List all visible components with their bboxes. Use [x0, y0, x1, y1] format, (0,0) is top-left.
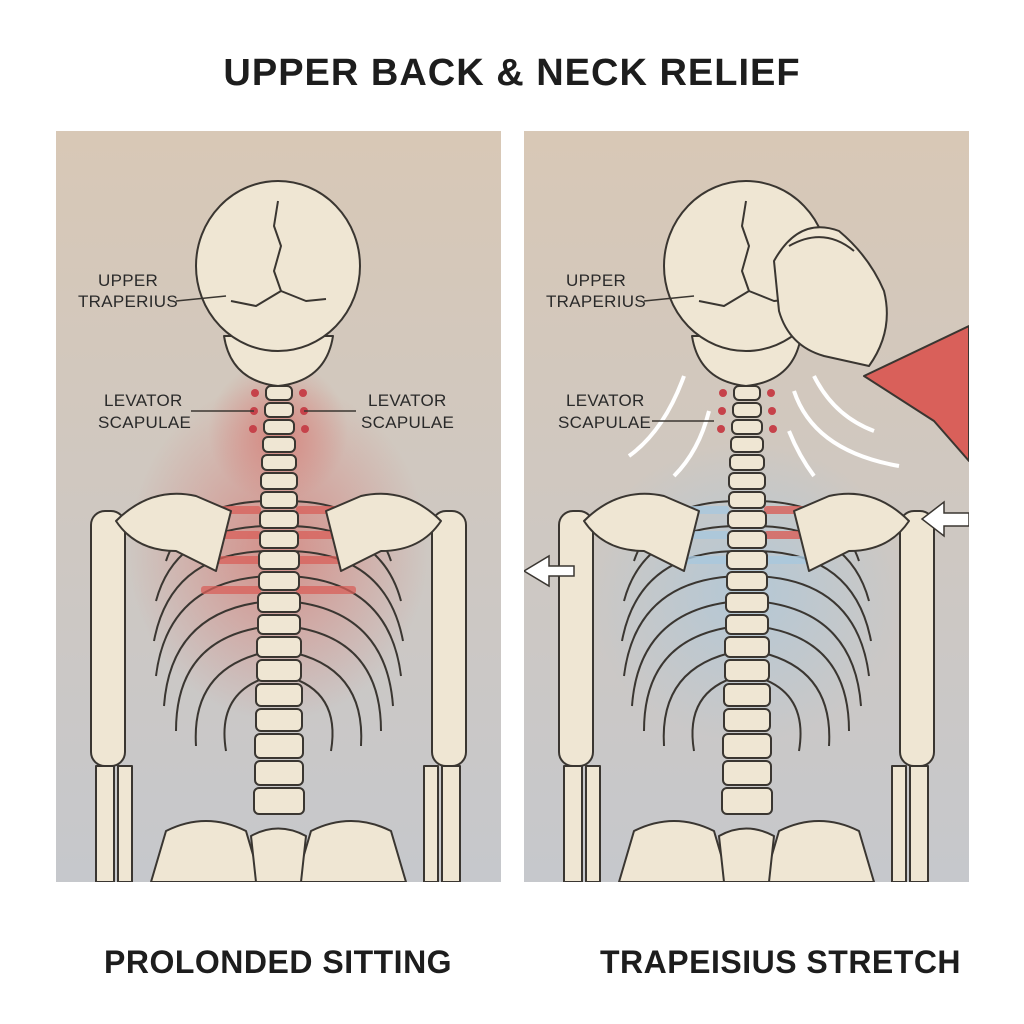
arrow-3 [812, 375, 875, 433]
label-upper-traperius-1: UPPER [98, 271, 158, 290]
skeleton-illustration-sitting: UPPER TRAPERIUS LEVATOR SCAPULAE LEVATOR… [56, 131, 501, 882]
label-levator-left-1: LEVATOR [104, 391, 183, 410]
label-upper-traperius-1: UPPER [566, 271, 626, 290]
label-levator-right-2: SCAPULAE [361, 413, 454, 432]
forearm-left-a [95, 765, 115, 882]
arrow-1 [627, 375, 686, 458]
caption-trapeisius-stretch: TRAPEISIUS STRETCH [600, 944, 962, 980]
label-upper-traperius-2: TRAPERIUS [546, 292, 646, 311]
sacrum [250, 827, 307, 882]
forearm-right-a [423, 765, 439, 882]
pelvis-left [150, 820, 262, 882]
skull [195, 180, 361, 352]
arrow-left-icon [524, 554, 575, 588]
label-levator-left-2: SCAPULAE [558, 413, 651, 432]
arrow-2 [672, 410, 711, 478]
jaw [223, 335, 334, 387]
panel-trapezius-stretch: UPPER TRAPERIUS LEVATOR SCAPULAE [524, 131, 969, 882]
caption-prolonded-sitting: PROLONDED SITTING [104, 944, 453, 980]
label-levator-left-1: LEVATOR [566, 391, 645, 410]
arrow-5 [787, 430, 816, 478]
label-upper-traperius-2: TRAPERIUS [78, 292, 178, 311]
arm-muscle [863, 325, 969, 462]
scapula-right [325, 492, 442, 572]
hand-icon [773, 226, 888, 367]
humerus-left [90, 510, 126, 767]
ribcage [621, 500, 872, 752]
panel-prolonged-sitting: UPPER TRAPERIUS LEVATOR SCAPULAE LEVATOR… [56, 131, 501, 882]
arrow-right-icon [920, 500, 969, 538]
scapula-left [115, 492, 232, 572]
forearm-right-b [441, 765, 461, 882]
neck-tension-dots [249, 389, 309, 433]
spine [253, 385, 305, 815]
skeleton-illustration-stretch: UPPER TRAPERIUS LEVATOR SCAPULAE [524, 131, 969, 882]
pelvis-right [295, 820, 407, 882]
humerus-right [431, 510, 467, 767]
label-levator-right-1: LEVATOR [368, 391, 447, 410]
skull-suture [230, 200, 282, 307]
stretch-arrows [627, 375, 900, 478]
arrow-4 [792, 390, 900, 468]
forearm-left-b [117, 765, 133, 882]
page-title: UPPER BACK & NECK RELIEF [223, 52, 801, 94]
label-levator-left-2: SCAPULAE [98, 413, 191, 432]
